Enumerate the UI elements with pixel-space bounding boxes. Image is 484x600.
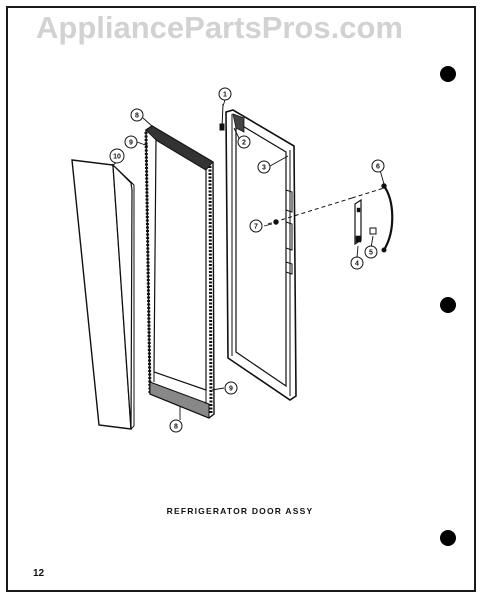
callout-3: 3 (257, 160, 271, 174)
door-handle-part (381, 183, 394, 253)
callout-9-bottom: 9 (224, 381, 238, 395)
svg-text:8: 8 (135, 113, 139, 120)
callout-6: 6 (371, 159, 385, 173)
watermark-logo: AppliancePartsPros.com (36, 10, 403, 45)
svg-text:9: 9 (129, 140, 133, 147)
callout-5: 5 (364, 245, 378, 259)
page-number: 12 (33, 568, 45, 579)
svg-text:3: 3 (262, 165, 266, 172)
svg-text:10: 10 (113, 154, 121, 161)
binder-hole-bottom (440, 530, 456, 546)
svg-text:1: 1 (223, 92, 227, 99)
svg-text:2: 2 (242, 140, 246, 147)
svg-text:9: 9 (229, 386, 233, 393)
callout-2: 2 (237, 135, 251, 149)
callout-10: 10 (109, 148, 125, 164)
screw-part (219, 103, 225, 131)
callout-9-top: 9 (124, 135, 138, 149)
alignment-line (267, 187, 385, 225)
callout-1: 1 (218, 87, 232, 101)
outer-door-frame-part (225, 109, 297, 401)
page-border (6, 6, 476, 592)
svg-text:7: 7 (254, 224, 258, 231)
svg-text:4: 4 (355, 261, 359, 268)
callout-8-bottom: 8 (169, 419, 183, 433)
svg-text:8: 8 (174, 424, 178, 431)
door-liner-frame-part (144, 125, 215, 419)
binder-hole-middle (440, 297, 456, 313)
binder-hole-top (440, 66, 456, 82)
svg-text:6: 6 (376, 164, 380, 171)
callout-8: 8 (130, 108, 144, 122)
diagram-caption: REFRIGERATOR DOOR ASSY (166, 506, 314, 516)
handle-mount-plate-part (354, 198, 362, 246)
handle-insert-part (369, 227, 377, 235)
callout-4: 4 (350, 256, 364, 270)
door-panel-part (71, 159, 135, 430)
svg-text:5: 5 (369, 250, 373, 257)
callout-7: 7 (249, 219, 263, 233)
